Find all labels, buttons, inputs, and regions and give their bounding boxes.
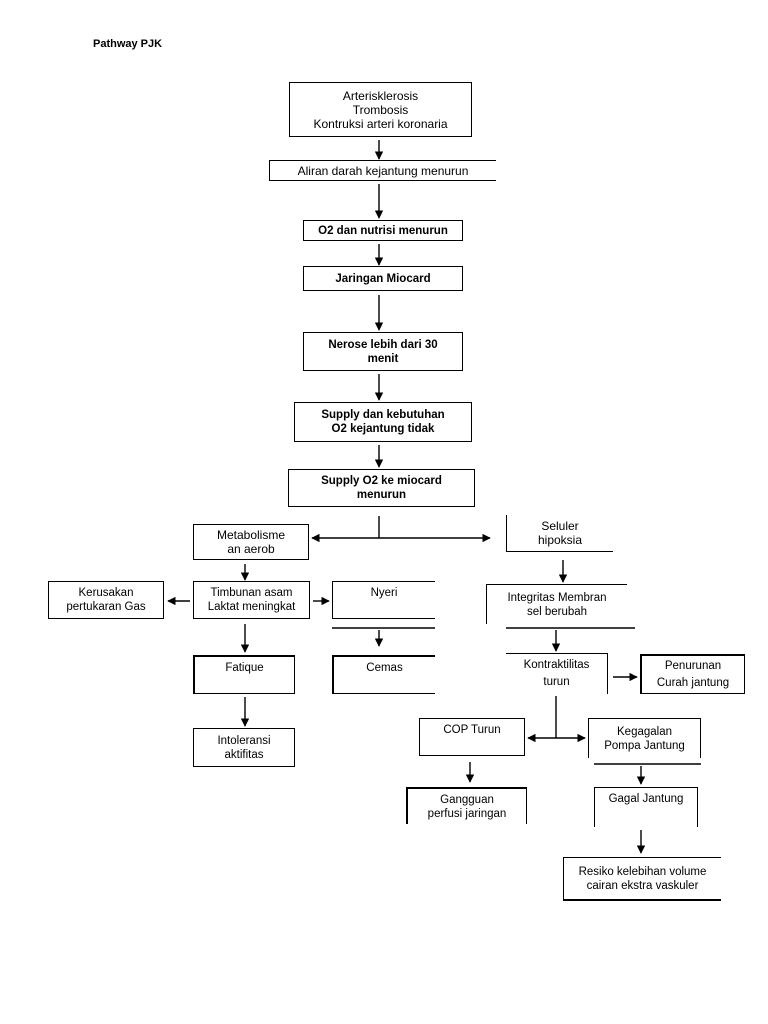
node-resiko-line-2: cairan ekstra vaskuler: [586, 879, 699, 892]
node-nyeri-line-1: Nyeri: [370, 587, 398, 599]
node-supply-kebutuhan-line-2: O2 kejantung tidak: [331, 423, 435, 435]
node-supply-o2: Supply O2 ke miocard menurun: [288, 469, 475, 507]
node-metabolisme: Metabolisme an aerob: [193, 524, 309, 560]
node-integritas-line-2: sel berubah: [526, 605, 588, 618]
node-etiology-line-3: Kontruksi arteri koronaria: [313, 116, 448, 131]
node-supply-kebutuhan-line-1: Supply dan kebutuhan: [321, 409, 445, 421]
node-gagal: Gagal Jantung: [594, 787, 698, 827]
node-gangguan-line-1: Gangguan: [440, 793, 494, 806]
node-supply-o2-line-2: menurun: [356, 489, 407, 501]
node-resiko-line-1: Resiko kelebihan volume: [578, 865, 707, 878]
node-intoleransi-line-1: Intoleransi: [217, 734, 271, 747]
node-timbunan: Timbunan asam Laktat meningkat: [193, 581, 310, 619]
node-jaringan: Jaringan Miocard: [303, 266, 463, 291]
node-seluler-line-1: Seluler: [541, 519, 579, 533]
node-penurunan-line-1: Penurunan: [664, 659, 722, 672]
node-timbunan-line-1: Timbunan asam: [210, 587, 293, 599]
node-metabolisme-line-1: Metabolisme: [216, 528, 286, 542]
node-kerusakan-line-1: Kerusakan: [78, 587, 134, 599]
node-nerose: Nerose lebih dari 30 menit: [303, 332, 463, 371]
node-cemas-line-1: Cemas: [366, 662, 403, 674]
node-gangguan: Gangguan perfusi jaringan: [406, 787, 527, 824]
node-penurunan: Penurunan Curah jantung: [640, 654, 745, 694]
node-nerose-line-1: Nerose lebih dari 30: [328, 338, 438, 351]
node-integritas-line-1: Integritas Membran: [507, 591, 607, 604]
node-resiko: Resiko kelebihan volume cairan ekstra va…: [563, 857, 721, 901]
node-kegagalan-line-1: Kegagalan: [617, 725, 672, 738]
page-title: Pathway PJK: [93, 38, 163, 50]
node-seluler-line-2: hipoksia: [537, 533, 583, 547]
node-kontraktilitas-line-1: Kontraktilitas: [523, 659, 590, 671]
node-timbunan-line-2: Laktat meningkat: [207, 601, 296, 613]
node-aliran: Aliran darah kejantung menurun: [269, 160, 496, 181]
node-o2-nutrisi: O2 dan nutrisi menurun: [303, 220, 463, 241]
node-kegagalan: Kegagalan Pompa Jantung: [588, 718, 701, 758]
node-kontraktilitas-line-2: turun: [543, 676, 570, 688]
node-cemas: Cemas: [332, 655, 435, 694]
node-kontraktilitas: Kontraktilitas turun: [506, 653, 608, 694]
node-etiology: Arterisklerosis Trombosis Kontruksi arte…: [289, 82, 472, 137]
node-etiology-line-1: Arterisklerosis: [342, 88, 419, 103]
node-etiology-line-2: Trombosis: [352, 102, 409, 117]
node-intoleransi-line-2: aktifitas: [224, 748, 264, 761]
node-kegagalan-line-2: Pompa Jantung: [604, 739, 685, 752]
node-o2-nutrisi-line-1: O2 dan nutrisi menurun: [318, 224, 448, 237]
node-kerusakan: Kerusakan pertukaran Gas: [48, 581, 164, 619]
node-integritas: Integritas Membran sel berubah: [486, 584, 627, 624]
node-cop: COP Turun: [419, 718, 525, 756]
node-supply-kebutuhan: Supply dan kebutuhan O2 kejantung tidak: [294, 402, 472, 442]
node-supply-o2-line-1: Supply O2 ke miocard: [321, 475, 442, 487]
node-fatique-line-1: Fatique: [225, 662, 264, 674]
node-fatique: Fatique: [193, 655, 295, 694]
node-penurunan-line-2: Curah jantung: [656, 676, 730, 689]
node-aliran-line-1: Aliran darah kejantung menurun: [297, 163, 469, 178]
node-seluler: Seluler hipoksia: [506, 515, 613, 552]
node-gagal-line-1: Gagal Jantung: [608, 793, 684, 805]
node-metabolisme-line-2: an aerob: [227, 542, 275, 556]
node-jaringan-line-1: Jaringan Miocard: [335, 272, 431, 285]
node-nyeri: Nyeri: [332, 581, 435, 619]
node-nerose-line-2: menit: [367, 352, 399, 365]
node-gangguan-line-2: perfusi jaringan: [427, 807, 507, 820]
node-cop-line-1: COP Turun: [443, 724, 501, 736]
node-kerusakan-line-2: pertukaran Gas: [66, 601, 146, 613]
node-intoleransi: Intoleransi aktifitas: [193, 728, 295, 767]
